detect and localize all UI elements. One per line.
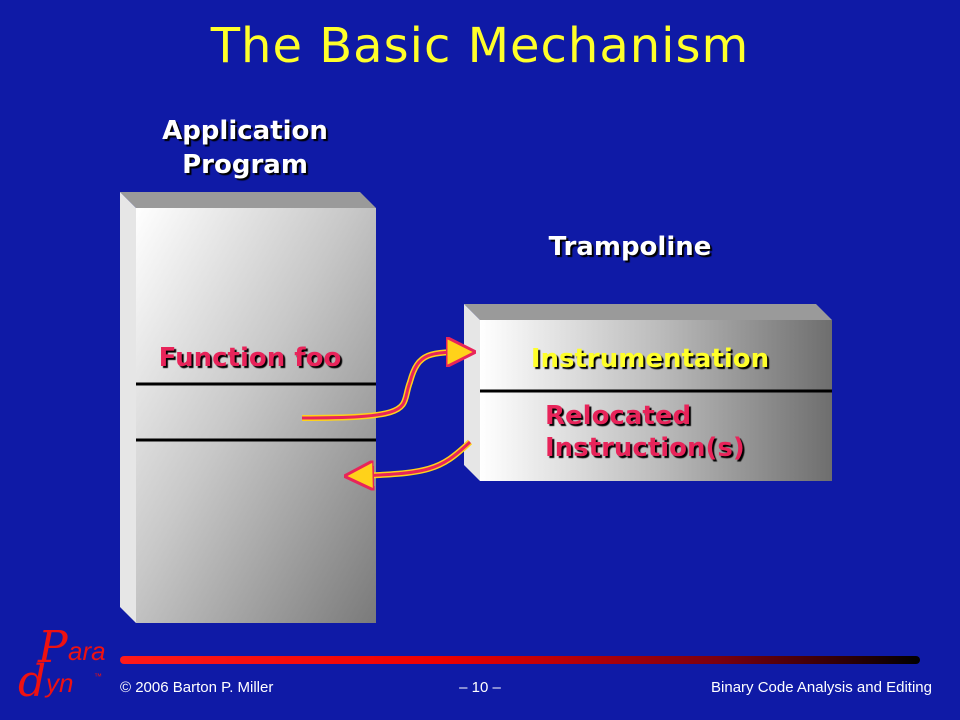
logo-ara: ara	[68, 636, 106, 666]
instrumentation-label: Instrumentation	[530, 344, 770, 374]
trampoline-label: Trampoline	[548, 232, 712, 262]
logo-d: d	[18, 656, 47, 707]
application-program-label: Application Program	[140, 114, 350, 182]
footer-course-title: Binary Code Analysis and Editing	[711, 679, 932, 696]
logo-tm: ™	[94, 672, 102, 681]
function-foo-label: Function foo	[158, 343, 342, 373]
application-label-line1: Application	[162, 116, 328, 146]
slide-title: The Basic Mechanism	[210, 18, 750, 74]
paradyn-logo: P ara d yn ™	[16, 622, 116, 707]
logo-p: P	[38, 622, 68, 673]
relocated-line2: Instruction(s)	[545, 433, 745, 463]
logo-yn: yn	[46, 668, 74, 698]
relocated-line1: Relocated	[545, 401, 692, 431]
footer-page-number: – 10 –	[459, 679, 501, 696]
footer-copyright: © 2006 Barton P. Miller	[120, 679, 274, 696]
relocated-instructions-label: Relocated Instruction(s)	[545, 400, 795, 464]
footer-divider	[120, 656, 920, 664]
application-label-line2: Program	[182, 150, 308, 180]
application-box	[120, 192, 376, 623]
